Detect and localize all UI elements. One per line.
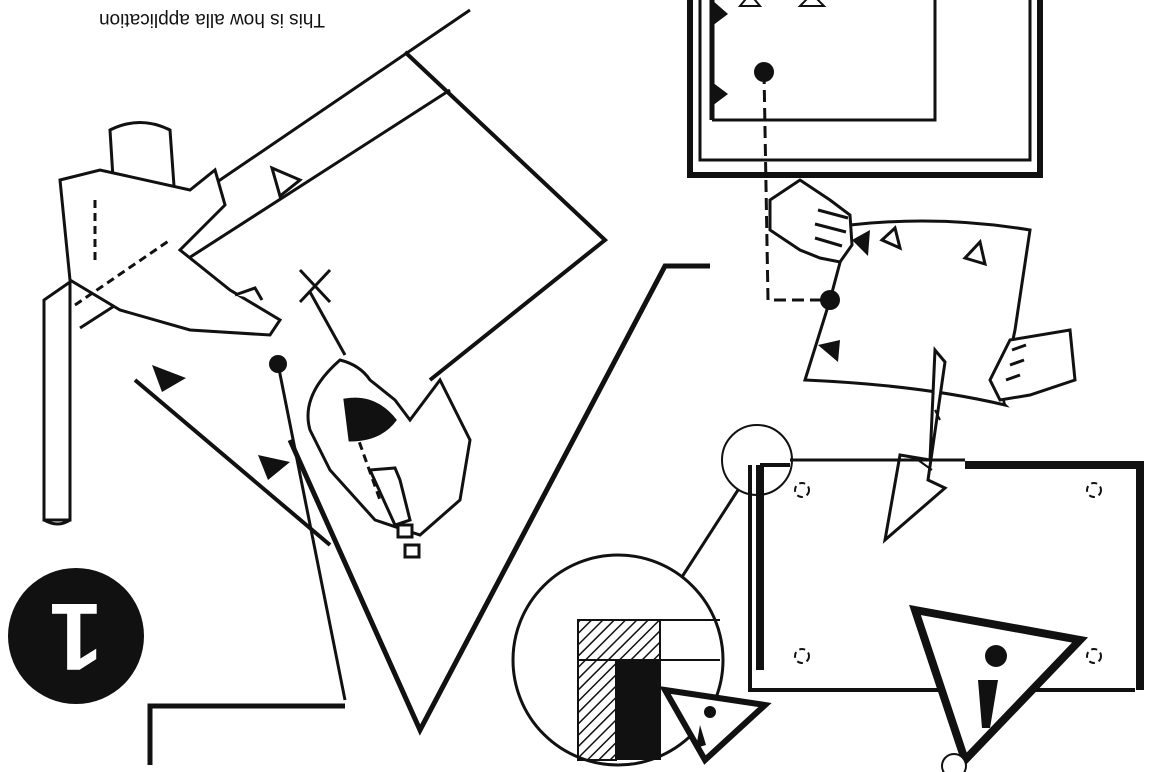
reference-dot-panel: [820, 290, 840, 310]
hand-right-top: [770, 180, 852, 262]
reference-dot-overview: [754, 62, 830, 300]
warning-triangle-icon-large: [915, 610, 1080, 760]
marker-circle-bottom: [942, 754, 966, 772]
board-overview: [690, 0, 1040, 175]
marker-filled-left: [152, 365, 290, 480]
marker-outline-overview: [740, 0, 824, 6]
hand-holding-board: [60, 123, 280, 336]
